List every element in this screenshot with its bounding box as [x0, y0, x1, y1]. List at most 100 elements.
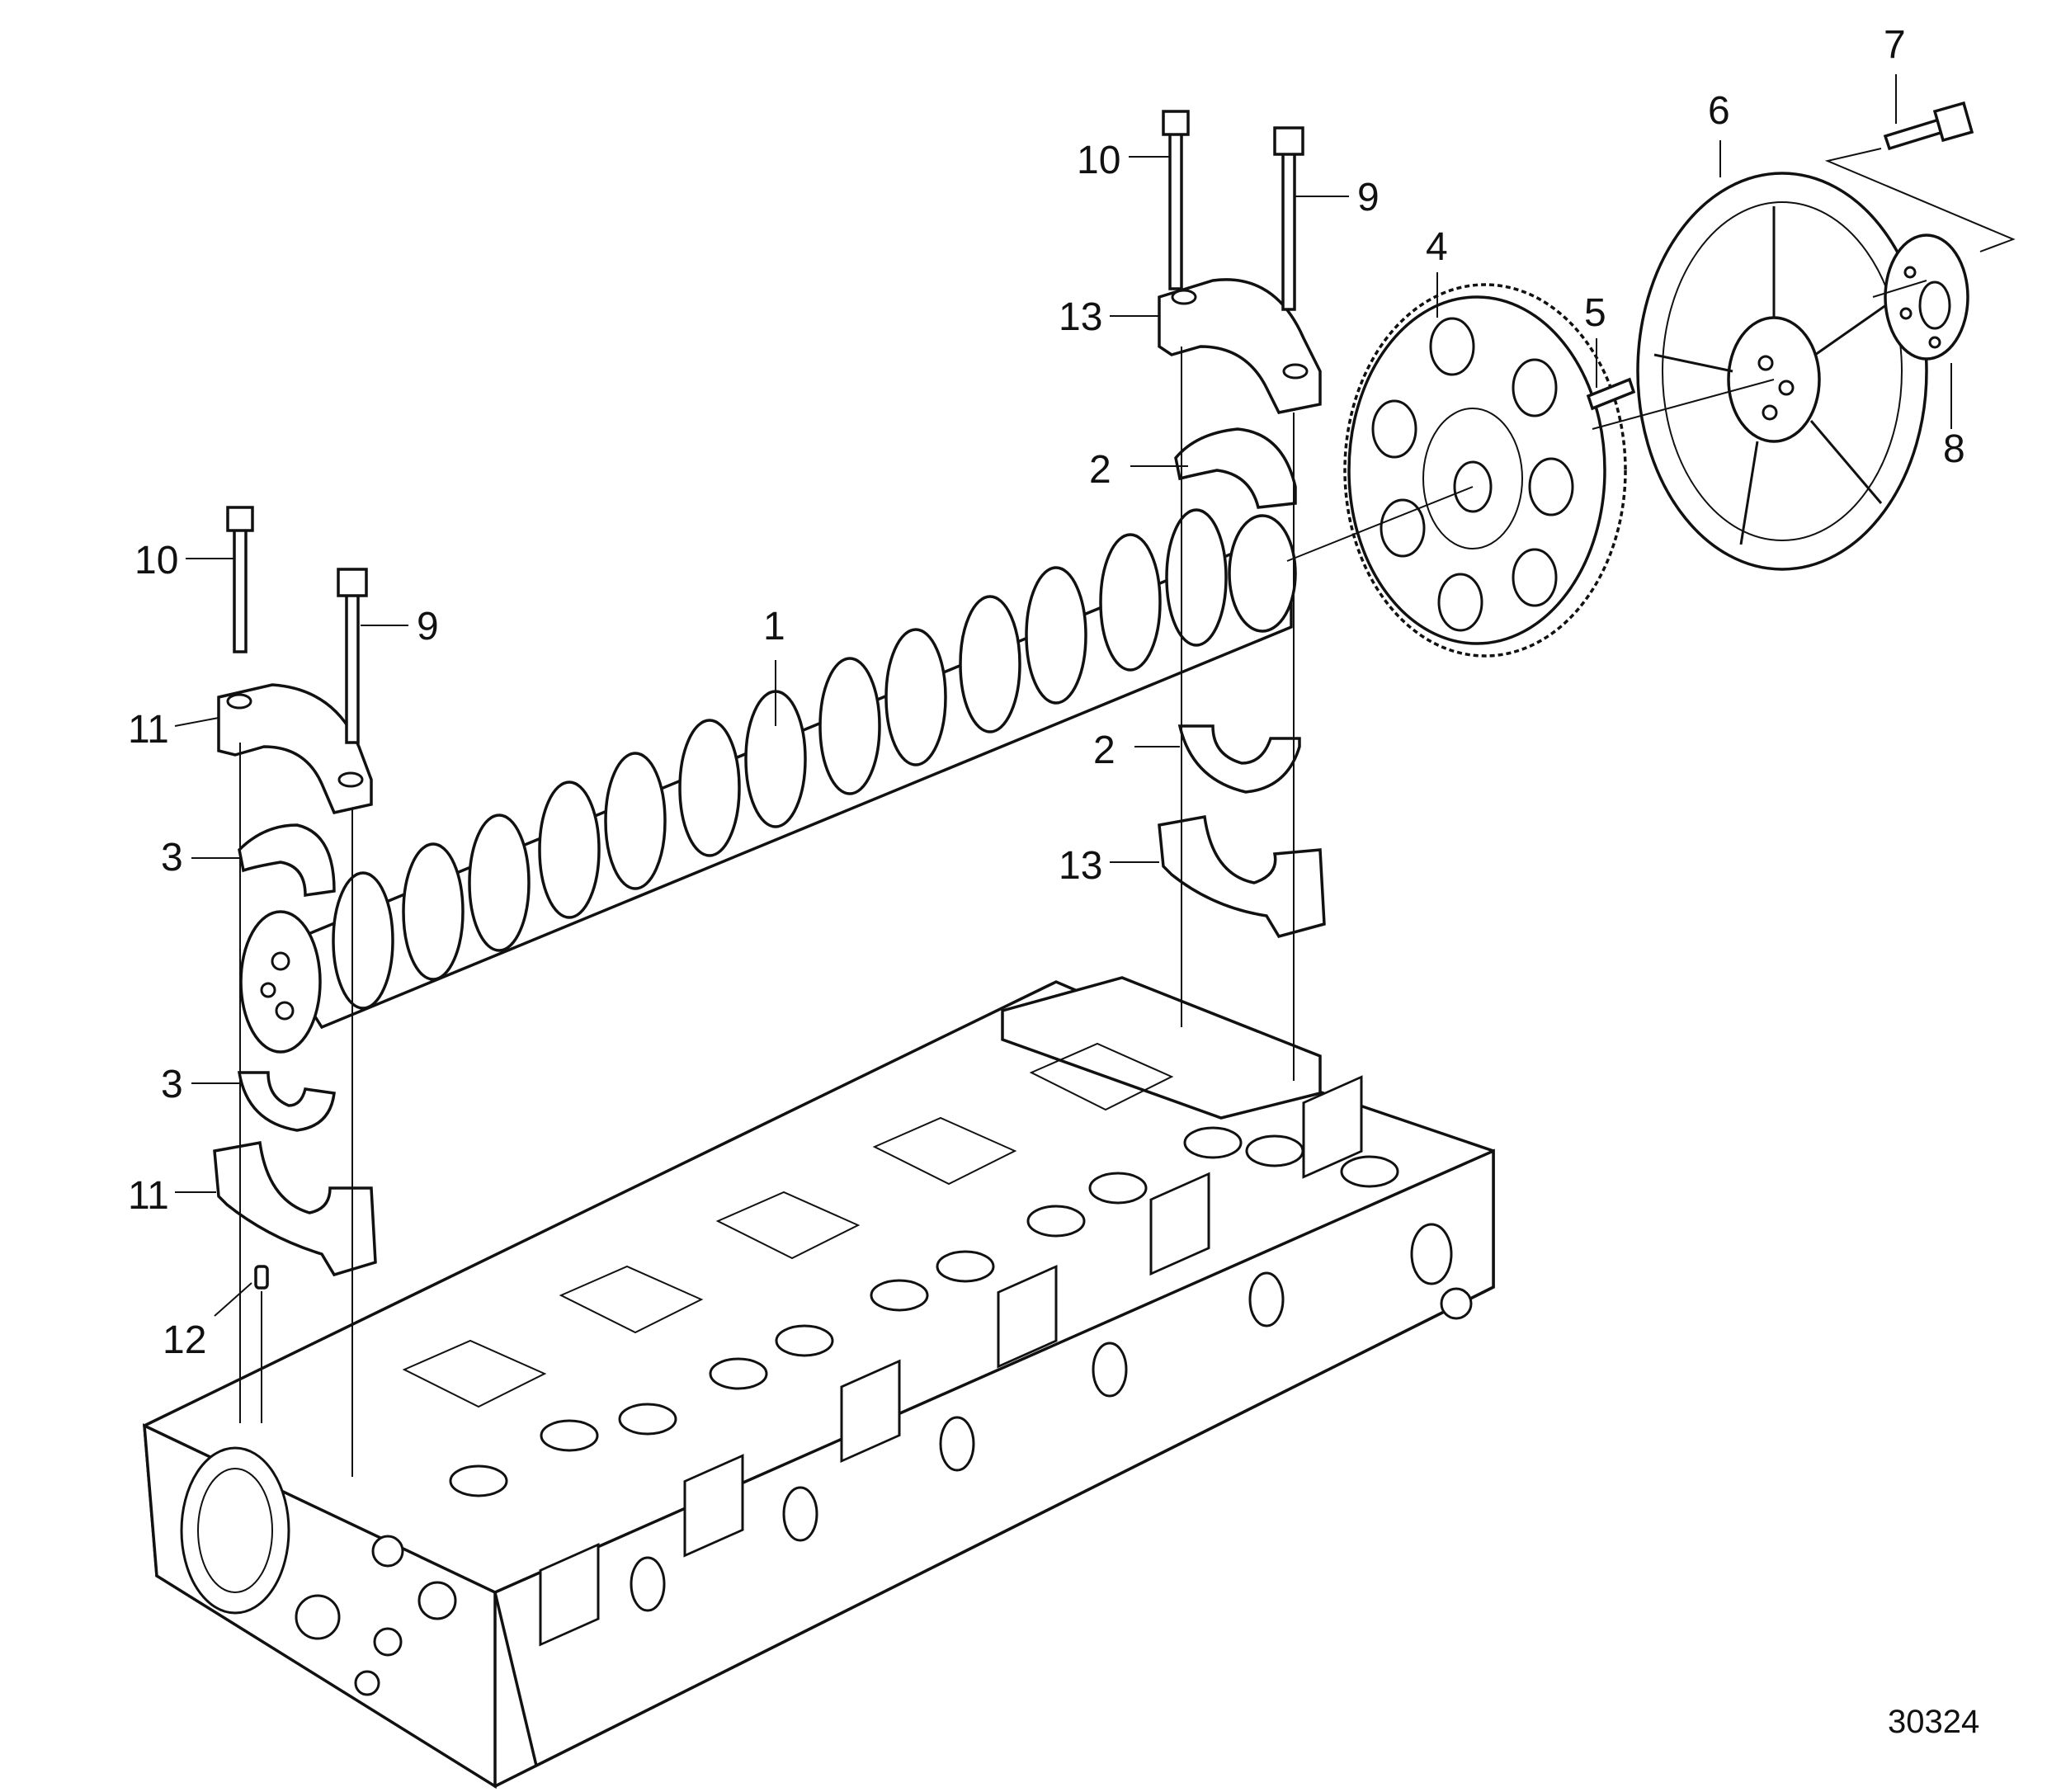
front-bore-inner: [197, 1468, 273, 1593]
valve-seat: [775, 1324, 834, 1357]
key: [1586, 377, 1636, 411]
sensor-wheel-bolt-hole: [1778, 380, 1795, 396]
dowel-pin: [254, 1265, 269, 1290]
front-bearing-shell-lower: [237, 1071, 336, 1132]
axis-line: [1286, 486, 1474, 562]
cam-lobe: [468, 813, 531, 952]
washer-plate: [1884, 233, 1969, 361]
callout-6: 6: [1708, 89, 1730, 133]
cylinder-head-rear-plate: [1001, 976, 1322, 1120]
front-face-hole: [295, 1594, 341, 1640]
valve-seat: [449, 1464, 508, 1497]
center-bolt: [1883, 101, 1974, 151]
callout-11-upper: 11: [128, 708, 169, 752]
gear-lightening-hole: [1437, 573, 1483, 632]
cam-lobe: [402, 842, 465, 981]
valve-seat: [1183, 1126, 1243, 1159]
bearing-shell-3-lower: [237, 1071, 336, 1132]
assembly-axis-lines: [239, 148, 2016, 1477]
callout-10-front: 10: [134, 539, 178, 582]
callout-1: 1: [763, 605, 785, 648]
sensor-wheel-spoke: [1653, 353, 1733, 373]
cylinder-head-side-face: [493, 1148, 1495, 1768]
side-hole: [630, 1556, 666, 1612]
valve-seat: [1245, 1134, 1304, 1167]
camshaft: [239, 508, 1297, 1054]
front-face-hole: [354, 1670, 380, 1696]
bolt-9-front-head: [337, 568, 368, 597]
cam-lobe: [818, 657, 881, 795]
sensor-wheel-bolt-hole: [1757, 355, 1774, 371]
valve-seat: [1026, 1205, 1086, 1238]
cam-lobe: [538, 780, 601, 919]
cam-lobe: [604, 752, 667, 890]
callout-5: 5: [1584, 291, 1606, 335]
side-round-holes: [630, 1223, 1473, 1612]
rocker-pad: [715, 1191, 861, 1260]
rocker-pad: [1029, 1042, 1174, 1111]
callout-13-upper: 13: [1059, 295, 1102, 339]
cam-lobe: [884, 628, 947, 766]
bearing-cap-11-lower: [213, 1140, 377, 1277]
bolt-9-rear-head: [1273, 126, 1304, 156]
gear-lightening-hole: [1512, 358, 1558, 417]
rear-bearing-shell-lower: [1177, 724, 1301, 794]
gear-lightening-hole: [1380, 498, 1426, 558]
valve-seat: [709, 1357, 768, 1390]
camshaft-front-end: [239, 910, 322, 1054]
callout-8: 8: [1943, 427, 1965, 471]
washer-plate-hole: [1928, 336, 1941, 349]
bearing-shell-2-lower: [1177, 724, 1301, 794]
side-hole-small: [1440, 1287, 1473, 1320]
top-surface-features: [402, 1042, 1399, 1497]
callout-2-lower: 2: [1093, 729, 1115, 772]
leader-11-upper: [174, 717, 219, 727]
cam-lobe: [1099, 533, 1162, 672]
cap-bolt-hole: [1171, 289, 1197, 305]
side-port: [1302, 1075, 1363, 1179]
gear-lightening-hole: [1429, 317, 1475, 376]
rear-bolt-9: [1273, 126, 1304, 311]
camshaft-end-hole: [275, 1001, 295, 1021]
washer-plate-hole: [1903, 266, 1917, 279]
cylinder-head: [143, 976, 1495, 1790]
side-ports: [539, 1075, 1363, 1647]
rocker-pad: [872, 1116, 1017, 1186]
sensor-wheel-spoke: [1809, 420, 1883, 504]
center-bolt-shank: [1883, 117, 1946, 151]
callout-2-upper: 2: [1089, 448, 1111, 492]
sensor-wheel-bolt-hole: [1762, 404, 1778, 421]
bolt-10-front-head: [226, 506, 254, 532]
bolt-10-front-shank: [233, 526, 248, 653]
axis-line: [1872, 280, 1927, 298]
cam-lobe: [1165, 508, 1228, 647]
side-hole: [939, 1416, 975, 1472]
side-port: [539, 1543, 600, 1647]
front-bearing-cap-lower: [213, 1140, 377, 1277]
washer-plate-center: [1918, 281, 1951, 330]
rocker-pad: [559, 1265, 704, 1334]
side-port: [840, 1359, 901, 1464]
bearing-cap-13-lower: [1158, 814, 1326, 939]
callout-10-rear: 10: [1077, 139, 1120, 182]
side-hole: [1092, 1342, 1128, 1398]
bolt-7-bracket: [1824, 148, 2016, 252]
cam-lobe: [332, 871, 394, 1010]
sensor-wheel-spoke: [1739, 441, 1759, 545]
front-face-hole: [371, 1535, 404, 1568]
valve-seat: [618, 1403, 677, 1436]
gear-hub: [1422, 408, 1523, 549]
callouts: 1 2 2 3 3 4 5 6 7 8 9 9 10: [128, 23, 1965, 1362]
camshaft-rear-journal: [1228, 514, 1297, 633]
rear-bolt-10: [1162, 110, 1190, 290]
callout-4: 4: [1426, 225, 1448, 269]
valve-seat: [1088, 1172, 1148, 1205]
front-bolt-9: [337, 568, 368, 744]
callout-9-front: 9: [417, 605, 439, 648]
bolt-9-front-shank: [345, 592, 360, 744]
sensor-wheel-inner-rim: [1662, 201, 1903, 541]
cap-bolt-hole: [226, 693, 252, 710]
woodruff-key: [1586, 377, 1636, 411]
valve-seat: [870, 1279, 929, 1312]
sensor-wheel-spoke: [1814, 295, 1898, 356]
